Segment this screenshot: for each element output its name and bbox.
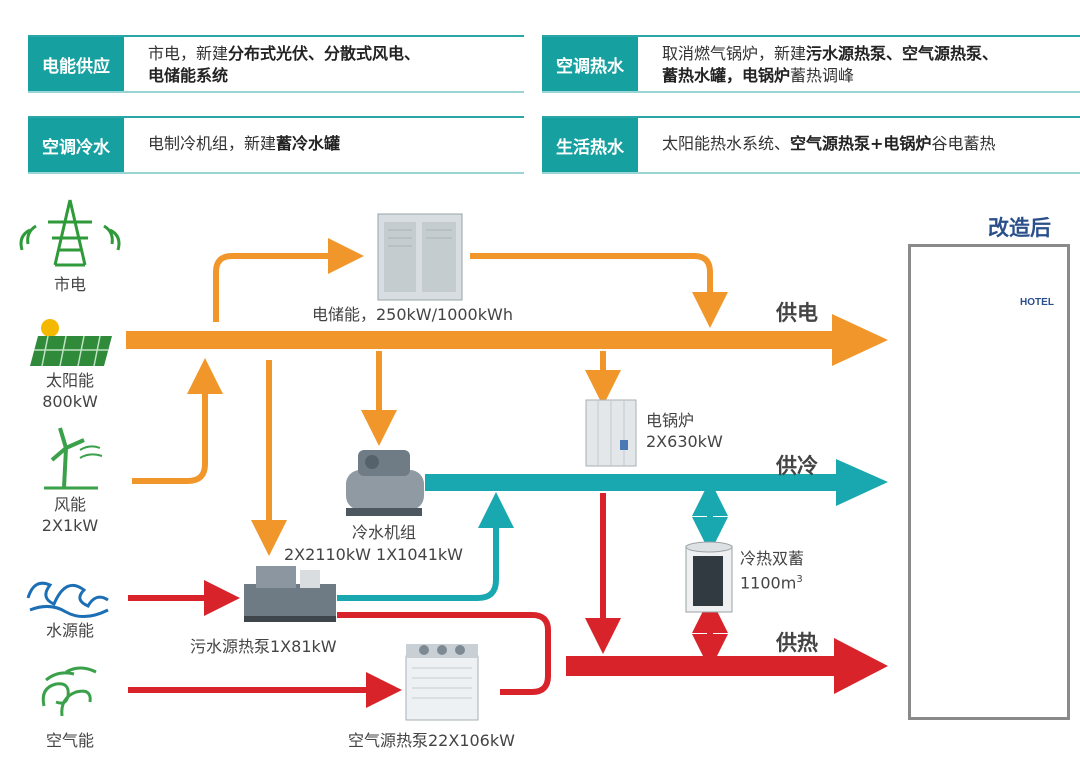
info-box-cold-water: 空调冷水 电制冷机组，新建蓄冷水罐	[28, 116, 524, 174]
hotel-sign-text: HOTEL	[1020, 297, 1054, 308]
info-box-hot-water-ac: 空调热水 取消燃气锅炉，新建污水源热泵、空气源热泵、 蓄热水罐，电锅炉蓄热调峰	[542, 35, 1080, 93]
power-main-arrow	[126, 314, 888, 366]
electric-boiler-icon	[585, 399, 637, 467]
chiller-unit-icon	[346, 450, 424, 516]
info-tag: 空调冷水	[28, 118, 124, 172]
cooling-supply-label: 供冷	[776, 454, 818, 478]
info-box-domestic-hot-water: 生活热水 太阳能热水系统、空气源热泵+电锅炉谷电蓄热	[542, 116, 1080, 174]
water-source-label: 水源能	[45, 621, 94, 640]
air-heat-pump-label: 空气源热泵22X106kW	[348, 731, 515, 750]
info-desc: 市电，新建分布式光伏、分散式风电、 电储能系统	[148, 44, 421, 85]
air-source-heat-pump-icon	[405, 644, 479, 721]
orange-branch-lines	[132, 238, 728, 556]
chiller-label: 冷水机组	[352, 523, 417, 542]
info-box-power: 电能供应 市电，新建分布式光伏、分散式风电、 电储能系统	[28, 35, 524, 93]
storage-label: 电储能，250kW/1000kWh	[312, 305, 513, 324]
info-tag: 空调热水	[542, 37, 638, 91]
battery-storage-container-icon	[377, 213, 463, 301]
power-supply-label: 供电	[776, 301, 818, 325]
heating-main-arrow	[566, 638, 888, 694]
wind-turbine-icon	[44, 427, 103, 490]
red-branch-lines	[128, 493, 728, 708]
teal-branch-lines	[337, 480, 728, 601]
after-retrofit-panel	[908, 244, 1070, 720]
info-tag: 电能供应	[28, 37, 124, 91]
air-swirl-icon	[41, 666, 97, 717]
chiller-capacity-label: 2X2110kW 1X1041kW	[284, 545, 463, 564]
info-tag: 生活热水	[542, 118, 638, 172]
solar-panel-icon	[30, 319, 112, 367]
info-desc: 电制冷机组，新建蓄冷水罐	[148, 134, 341, 153]
storage-tank-icon	[685, 541, 733, 613]
heating-supply-label: 供热	[776, 631, 818, 655]
pylon-icon	[19, 199, 121, 267]
after-retrofit-title: 改造后	[988, 216, 1051, 240]
info-desc: 取消燃气锅炉，新建污水源热泵、空气源热泵、 蓄热水罐，电锅炉蓄热调峰	[662, 44, 999, 85]
info-desc: 太阳能热水系统、空气源热泵+电锅炉谷电蓄热	[662, 134, 996, 153]
sewage-heat-pump-icon	[244, 566, 336, 622]
grid-label: 市电	[53, 275, 86, 294]
cooling-main-arrow	[425, 459, 888, 506]
sewage-heat-pump-label: 污水源热泵1X81kW	[190, 637, 337, 656]
water-wave-icon	[26, 581, 109, 618]
air-source-label: 空气能	[45, 731, 94, 750]
